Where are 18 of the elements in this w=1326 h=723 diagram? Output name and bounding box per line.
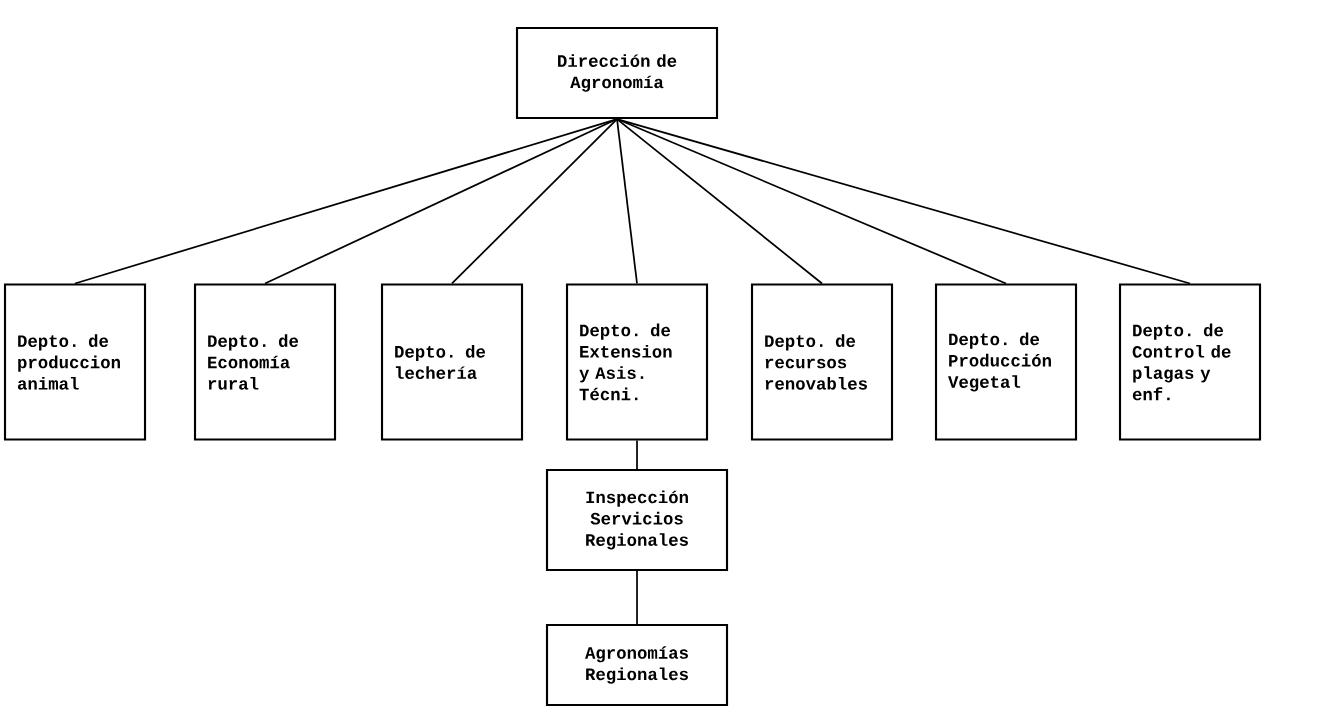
org-box: Depto. de produccion animal	[3, 283, 147, 441]
org-box: Depto. de Control de plagas y enf.	[1118, 283, 1262, 441]
connector-line	[264, 118, 618, 285]
connector-line	[636, 439, 638, 470]
org-box: Inspección Servicios Regionales	[545, 468, 729, 572]
org-box: Depto. de Extension y Asis. Técni.	[565, 283, 709, 441]
org-box: Depto. de Producción Vegetal	[934, 283, 1078, 441]
org-box: Depto. de lechería	[380, 283, 524, 441]
connector-line	[616, 118, 1007, 285]
connector-line	[616, 118, 823, 285]
org-box: Agronomías Regionales	[545, 623, 729, 707]
connector-line	[616, 118, 1191, 285]
connector-line	[636, 570, 638, 625]
org-box: Dirección de Agronomía	[515, 26, 719, 120]
org-box: Depto. de recursos renovables	[750, 283, 894, 441]
connector-line	[616, 118, 638, 285]
connector-line	[451, 118, 618, 285]
org-box: Depto. de Economía rural	[193, 283, 337, 441]
